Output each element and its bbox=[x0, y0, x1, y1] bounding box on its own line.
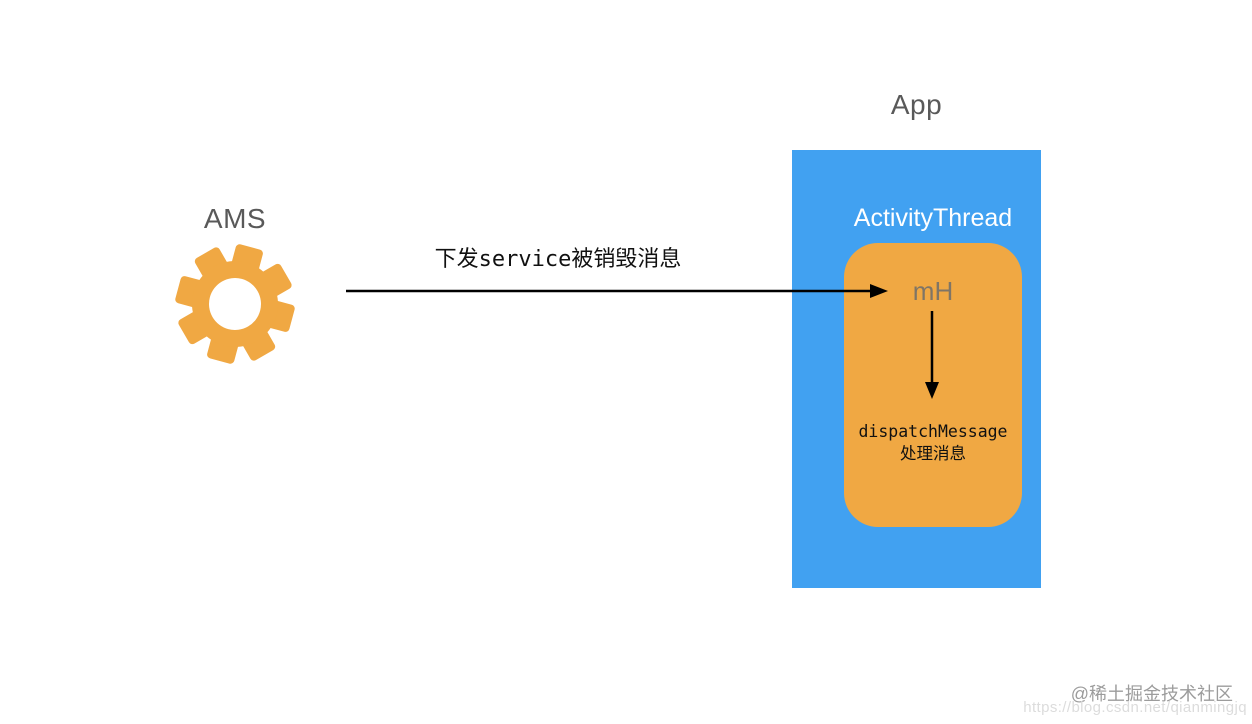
dispatch-message-line2: 处理消息 bbox=[900, 444, 966, 463]
gear-icon bbox=[175, 244, 295, 364]
message-arrow-label: 下发service被销毁消息 bbox=[434, 247, 682, 272]
activity-thread-label: ActivityThread bbox=[853, 204, 1013, 232]
dispatch-message-line1: dispatchMessage bbox=[858, 422, 1008, 441]
mh-label: mH bbox=[912, 276, 954, 306]
dispatch-message-block: dispatchMessage 处理消息 bbox=[836, 421, 1030, 465]
ams-node-title: AMS bbox=[203, 203, 267, 234]
watermark-url: https://blog.csdn.net/qianmingjq bbox=[1023, 699, 1247, 716]
gear-hole bbox=[209, 278, 261, 330]
app-group-title: App bbox=[890, 89, 943, 120]
watermark-community: @稀土掘金技术社区 bbox=[1070, 684, 1233, 704]
